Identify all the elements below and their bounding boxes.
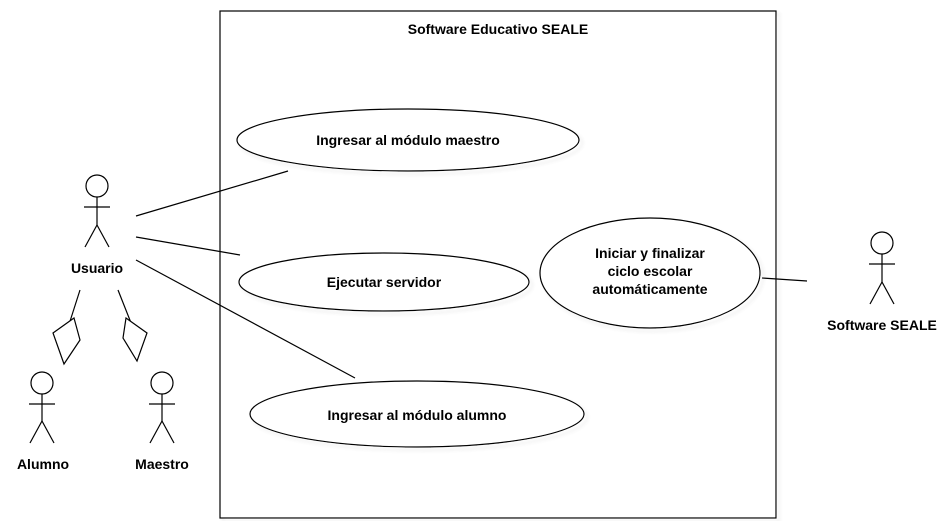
actor-usuario-label: Usuario <box>71 260 123 276</box>
use-case-cycle-line2: ciclo escolar <box>608 263 693 279</box>
system-title: Software Educativo SEALE <box>408 21 588 37</box>
use-case-cycle-line3: automáticamente <box>592 281 707 297</box>
assoc-usuario-server <box>135 236 241 256</box>
use-case-server-label: Ejecutar servidor <box>327 274 442 290</box>
actor-software-seale: Software SEALE <box>827 231 937 333</box>
use-case-maestro-module-label: Ingresar al módulo maestro <box>316 132 500 148</box>
use-case-alumno-module: Ingresar al módulo alumno <box>249 380 585 448</box>
actor-alumno-label: Alumno <box>17 456 69 472</box>
generalizations <box>52 289 148 366</box>
use-case-cycle: Iniciar y finalizar ciclo escolar automá… <box>539 217 761 329</box>
assoc-usuario-alumno-module <box>135 259 356 379</box>
gen-arrowhead-alumno <box>52 317 81 366</box>
associations <box>135 170 808 379</box>
use-case-server: Ejecutar servidor <box>238 252 530 312</box>
use-case-cycle-line1: Iniciar y finalizar <box>595 245 705 261</box>
use-case-alumno-module-label: Ingresar al módulo alumno <box>328 407 507 423</box>
assoc-cycle-software <box>761 277 808 282</box>
actor-maestro-label: Maestro <box>135 456 189 472</box>
actor-maestro: Maestro <box>135 371 189 472</box>
assoc-usuario-maestro-module <box>135 170 289 217</box>
actor-alumno: Alumno <box>17 371 69 472</box>
use-case-maestro-module: Ingresar al módulo maestro <box>236 108 580 172</box>
actor-software-seale-label: Software SEALE <box>827 317 937 333</box>
actor-usuario: Usuario <box>71 174 123 276</box>
gen-arrowhead-maestro <box>122 316 148 363</box>
